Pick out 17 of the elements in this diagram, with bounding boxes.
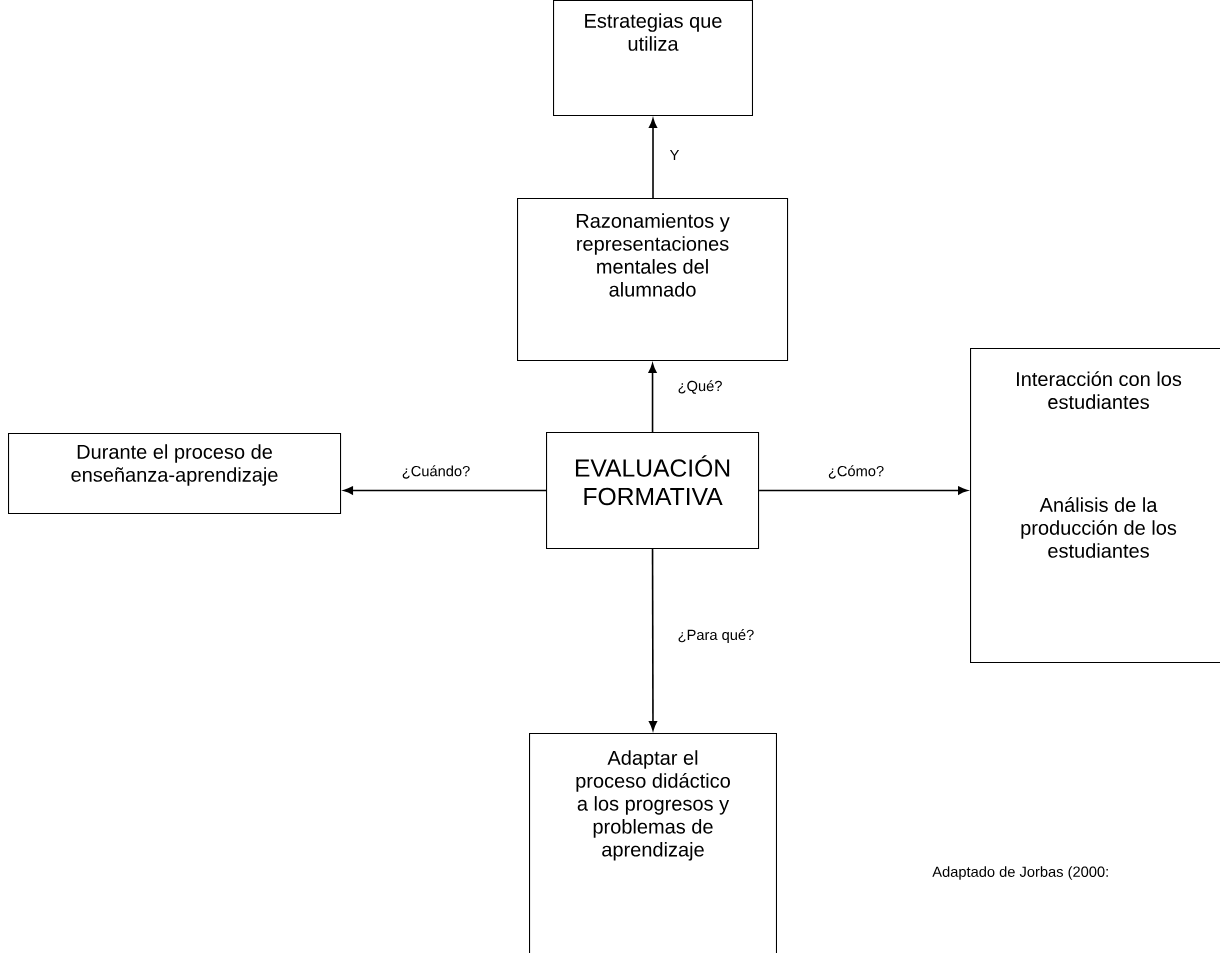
arrow bbox=[343, 486, 547, 495]
edge-label: ¿Qué? bbox=[676, 378, 724, 396]
text-box: Adaptar el proceso didáctico a los progresos y problemas de aprendizaje bbox=[529, 733, 777, 953]
edge-label: Y bbox=[668, 148, 681, 162]
text-box: Interacción con los estudiantes Análisis de la producción de los estudiantes bbox=[970, 348, 1220, 664]
arrow bbox=[648, 363, 657, 433]
arrow bbox=[648, 118, 658, 199]
source-note: Adaptado de Jorbas (2000: bbox=[932, 866, 1108, 880]
edge-label: ¿Para qué? bbox=[676, 627, 756, 645]
text-box: Durante el proceso de enseñanza-aprendizaje bbox=[8, 433, 342, 515]
arrow bbox=[758, 486, 968, 495]
text-box: Estrategias que utiliza bbox=[553, 0, 753, 116]
edge-label: ¿Cuándo? bbox=[400, 464, 472, 480]
arrow bbox=[648, 548, 658, 731]
text-box: EVALUACIÓN FORMATIVA bbox=[546, 432, 760, 550]
text-box: Razonamientos y representaciones mentales del alumnado bbox=[517, 198, 789, 362]
edge-label: ¿Cómo? bbox=[826, 464, 886, 480]
